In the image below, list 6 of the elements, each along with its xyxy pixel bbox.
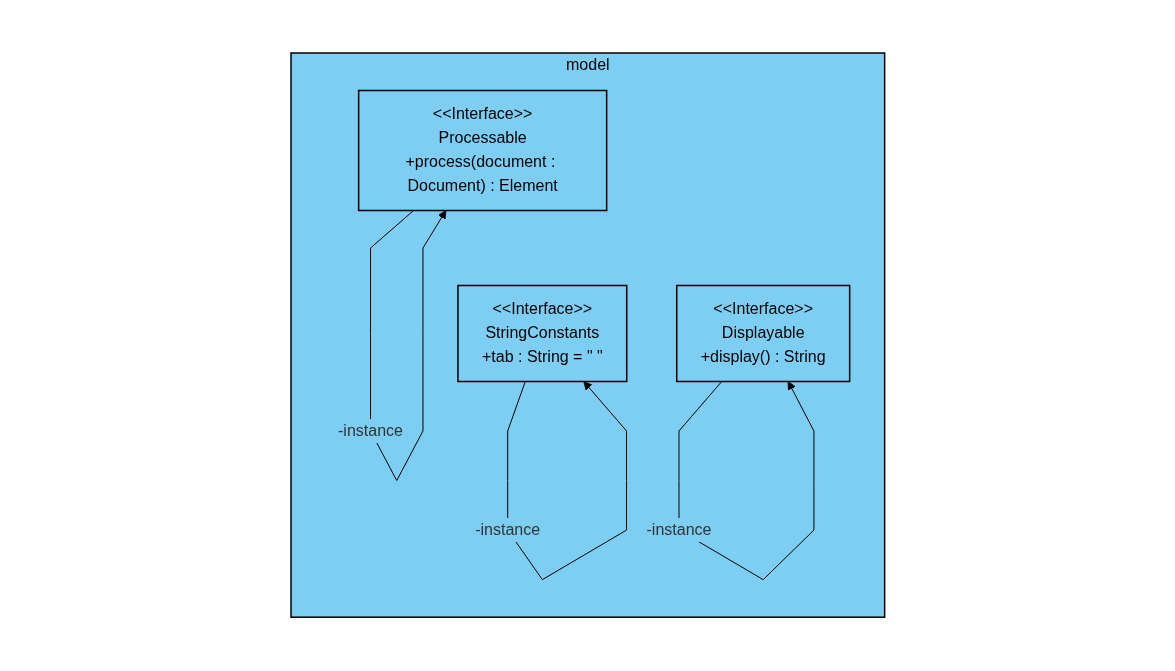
edge-label: -instance (337, 422, 403, 440)
node-box: <<Interface>> StringConstants +tab : String = " " (456, 285, 628, 383)
node-box: <<Interface>> Processable +process(document : Document) : Element (357, 90, 608, 212)
edge-label: -instance (474, 521, 540, 539)
node-box: <<Interface>> Displayable +display() : String (675, 285, 851, 383)
edge-label: -instance (646, 521, 712, 539)
